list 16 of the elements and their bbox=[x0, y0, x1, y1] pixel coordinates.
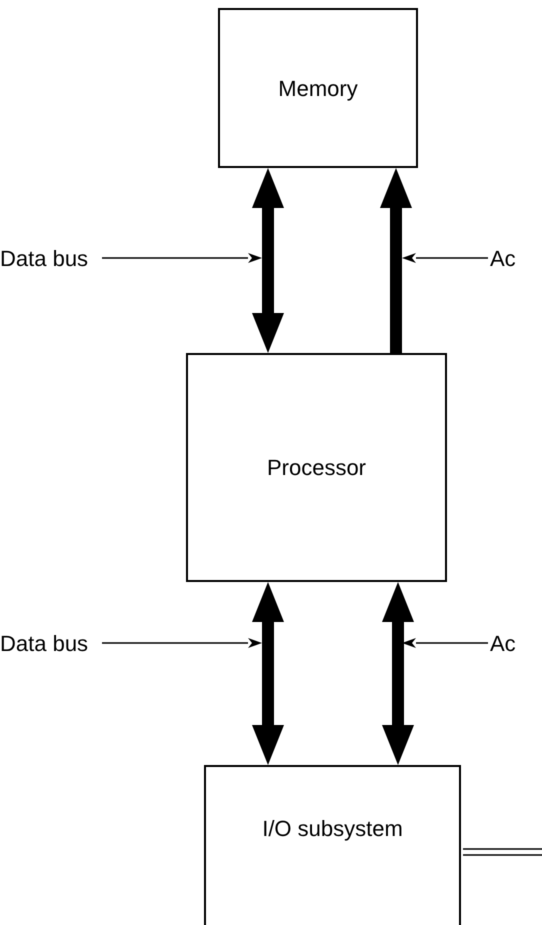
memory-box: Memory bbox=[218, 8, 418, 168]
bus-label: Ac bbox=[490, 243, 542, 273]
processor-box: Processor bbox=[186, 353, 447, 582]
bus-label: Data bus bbox=[0, 243, 100, 273]
leader-arrow bbox=[402, 253, 488, 263]
leader-arrow bbox=[102, 253, 262, 263]
double-line bbox=[462, 848, 542, 856]
leader-arrow bbox=[402, 638, 488, 648]
bus-label: Data bus bbox=[0, 628, 100, 658]
bus-arrow bbox=[380, 168, 412, 353]
leader-arrow bbox=[102, 638, 262, 648]
bus-arrow bbox=[382, 582, 414, 765]
bus-label: Ac bbox=[490, 628, 542, 658]
bus-arrow bbox=[252, 168, 284, 353]
io-subsystem-box: I/O subsystem bbox=[204, 765, 461, 925]
bus-arrow bbox=[252, 582, 284, 765]
